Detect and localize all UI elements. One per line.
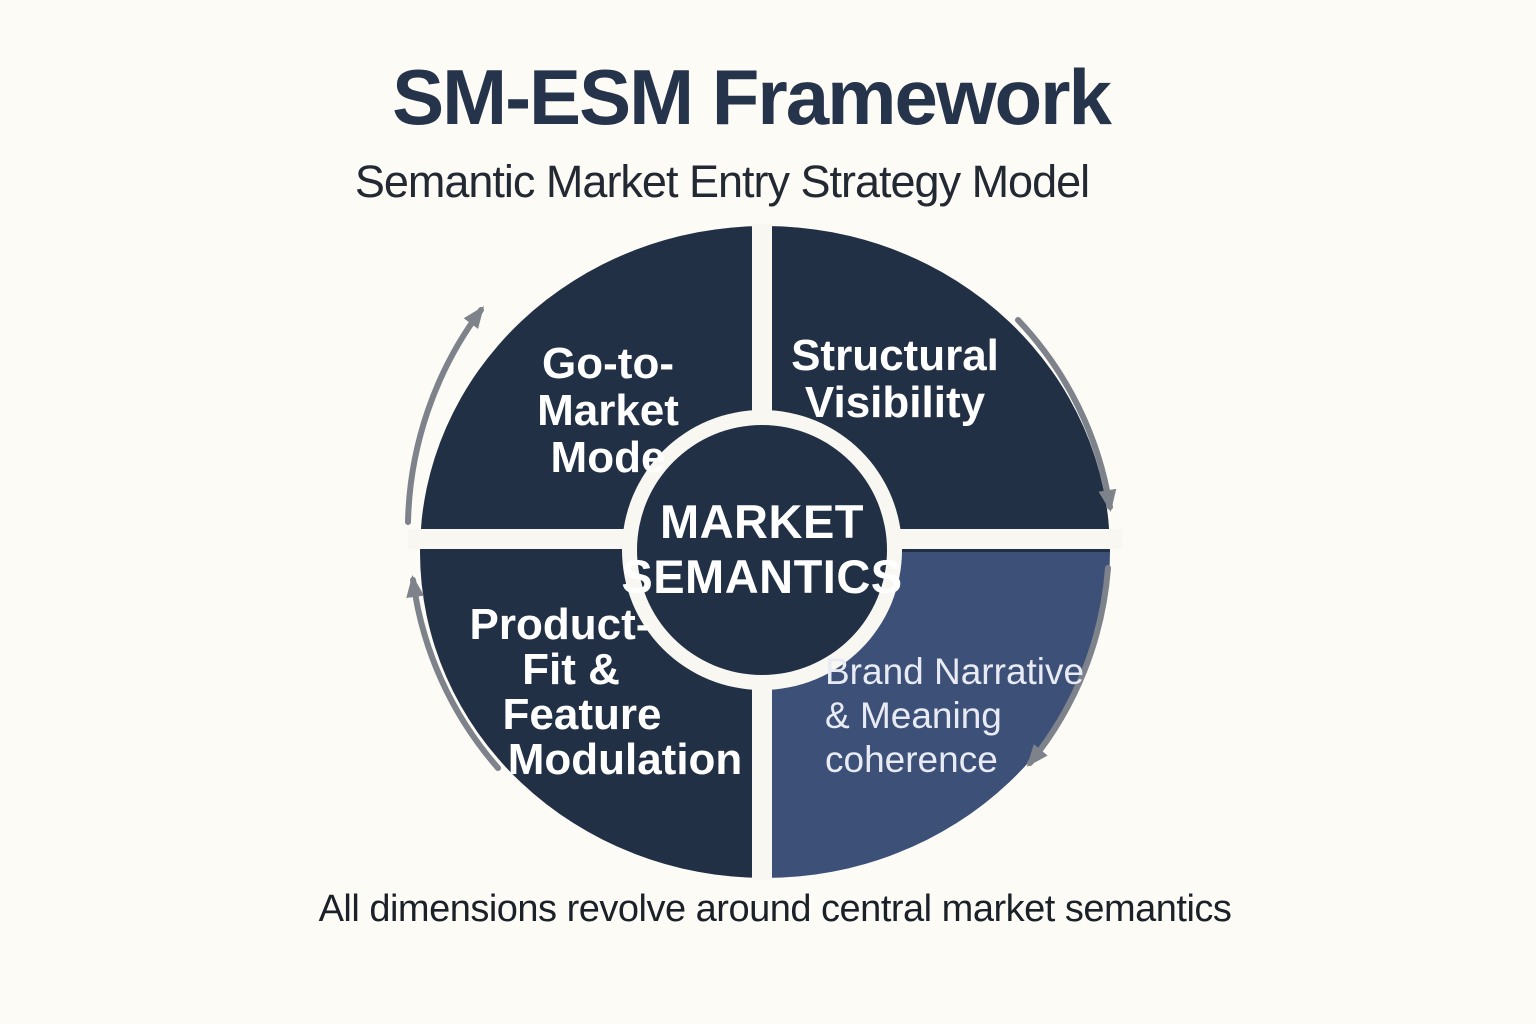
page-title: SM-ESM Framework — [392, 53, 1112, 141]
quadrant-label-line: Structural — [791, 331, 999, 380]
quadrant-label-line: Feature — [502, 690, 662, 739]
quadrant-label-line: Market — [537, 386, 679, 435]
quadrant-label-line: Brand Narrative — [825, 651, 1085, 692]
quadrant-label-line: Mode — [550, 433, 666, 482]
quadrant-label-line: Product- — [469, 600, 651, 649]
quadrant-structural-visibility-label: Structural Visibility — [745, 332, 1045, 426]
quadrant-brand-narrative-label: Brand Narrative & Meaning coherence — [825, 650, 1125, 782]
quadrant-label-line: Fit & — [522, 645, 620, 694]
center-hub-label: MARKET SEMANTICS — [612, 494, 912, 604]
cycle-arrow-bottom-right-icon — [1026, 565, 1111, 767]
footer-caption: All dimensions revolve around central ma… — [318, 888, 1232, 930]
quadrant-product-fit-label: Product- Fit & Feature Modulation — [425, 602, 745, 782]
page-subtitle: Semantic Market Entry Strategy Model — [354, 156, 1090, 207]
quadrant-label-line: Go-to- — [542, 339, 674, 388]
quadrant-label-line: coherence — [825, 739, 998, 780]
center-label-line: SEMANTICS — [621, 550, 903, 603]
quadrant-label-line: Modulation — [507, 735, 743, 784]
quadrant-go-to-market-label: Go-to- Market Mode — [458, 340, 758, 481]
quadrant-label-line: & Meaning — [825, 695, 1002, 736]
cycle-arrow-top-right-icon — [1015, 317, 1117, 512]
cycle-arrow-top-left-icon — [405, 305, 484, 525]
center-label-line: MARKET — [659, 495, 865, 548]
center-circle — [637, 425, 887, 675]
cycle-arrow-bottom-left-icon — [406, 575, 501, 771]
quadrant-label-line: Visibility — [804, 378, 986, 427]
